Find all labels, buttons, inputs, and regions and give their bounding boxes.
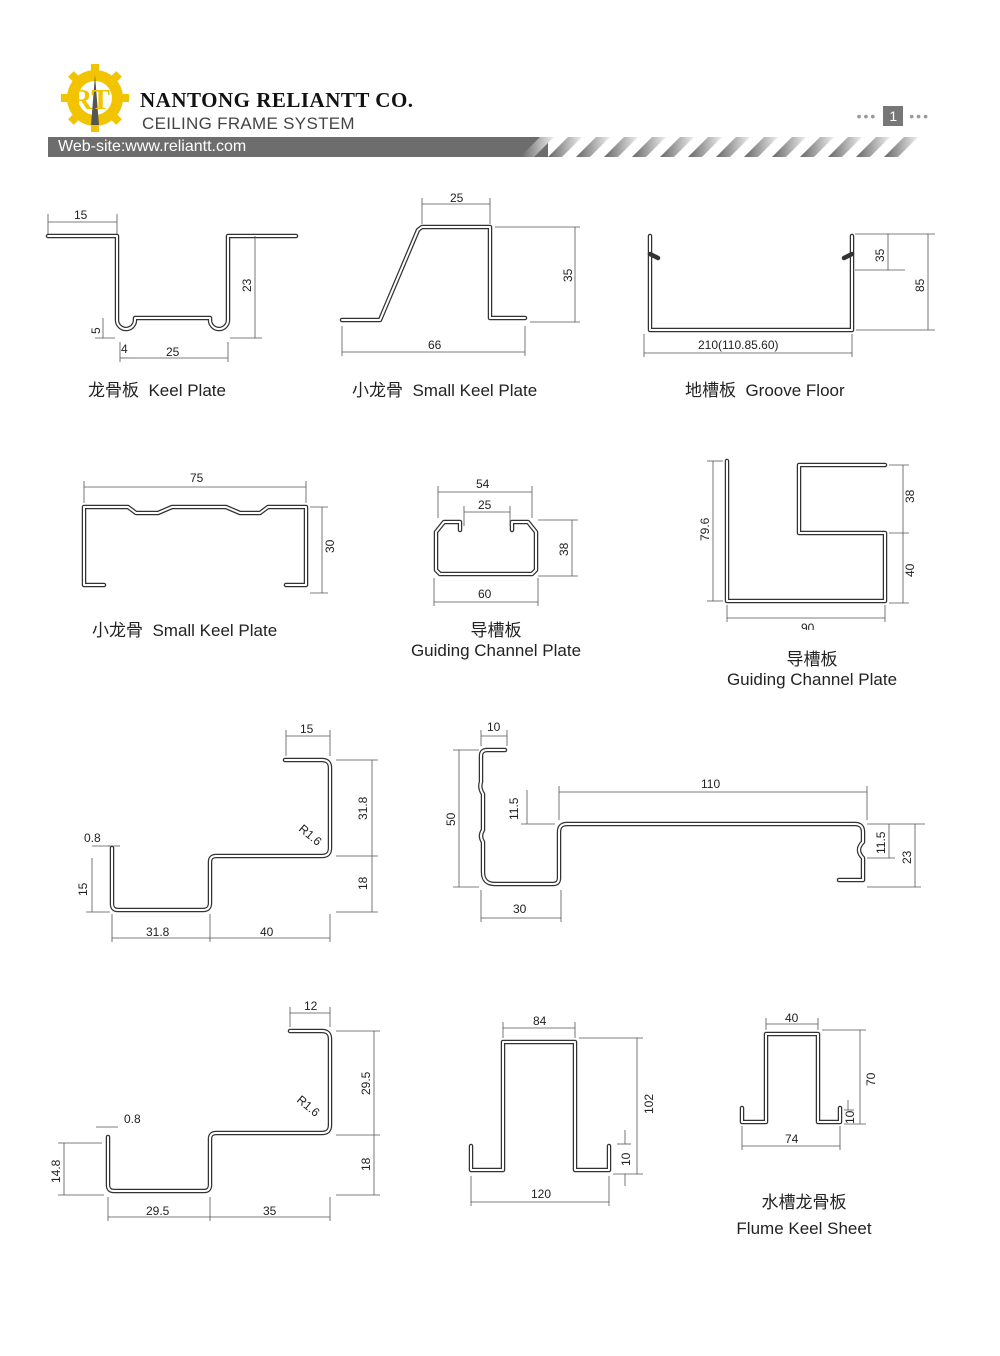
dim-label: 10: [843, 1110, 857, 1124]
website-text: Web-site:www.reliantt.com: [58, 138, 247, 155]
profile-z-channel-31-8: 15 31.8 R1.6 0.8 15 18 31.8 40: [76, 722, 378, 942]
dim-label: 11.5: [874, 831, 888, 854]
profile-hat-channel-84: 84 102 10 120: [468, 1014, 656, 1206]
dim-label: 10: [487, 720, 501, 734]
dim-label: 85: [913, 278, 927, 292]
caption-cn: 小龙骨: [92, 621, 143, 640]
dim-label: 11.5: [507, 797, 521, 820]
caption-flume-keel-sheet: 水槽龙骨板 Flume Keel Sheet: [704, 1188, 904, 1239]
dim-label: 40: [903, 563, 917, 577]
dim-label: 35: [561, 268, 575, 282]
dim-label: 35: [263, 1204, 277, 1218]
dim-label: 29.5: [146, 1204, 170, 1218]
company-name: NANTONG RELIANTT CO.: [140, 88, 414, 112]
caption-guiding-channel-plate: 导槽板 Guiding Channel Plate: [396, 616, 596, 661]
caption-guiding-channel-plate-2: 导槽板 Guiding Channel Plate: [712, 645, 912, 690]
logo-letters: RT: [72, 85, 110, 116]
dim-label: 60: [478, 587, 492, 601]
dim-label: 25: [478, 498, 492, 512]
caption-en: Guiding Channel Plate: [726, 670, 898, 689]
dim-label: 38: [903, 489, 917, 503]
profile-step-channel-110: 10 110 50 11.5 11.5 23 30: [444, 720, 925, 922]
company-logo: RT: [60, 63, 130, 133]
profile-small-keel-plate: 25 35 66: [339, 191, 580, 356]
dim-label: 40: [785, 1011, 799, 1025]
dim-label: 38: [557, 542, 571, 556]
page-indicator: ••• 1 •••: [857, 106, 930, 126]
dim-label: 120: [531, 1187, 551, 1201]
dim-label: 70: [864, 1072, 878, 1086]
dim-label: 12: [304, 999, 318, 1013]
dim-label: 10: [619, 1152, 633, 1166]
dim-label: 4: [121, 342, 128, 356]
caption-en: Flume Keel Sheet: [736, 1219, 872, 1238]
profile-keel-plate: 15 23 5 4 25: [45, 208, 299, 362]
caption-small-keel-plate: 小龙骨 Small Keel Plate: [352, 376, 537, 401]
caption-cn: 导槽板: [786, 650, 838, 669]
dim-label: 40: [260, 925, 274, 939]
profile-flume-keel-sheet: 40 70 10 74: [739, 1011, 878, 1150]
caption-en: Guiding Channel Plate: [410, 641, 582, 660]
dim-label: 54: [476, 477, 490, 491]
dim-label: 102: [642, 1094, 656, 1114]
dim-label: R1.6: [296, 822, 325, 849]
dim-label: 75: [190, 471, 204, 485]
caption-en: Keel Plate: [148, 381, 226, 400]
dim-label: 23: [900, 850, 914, 864]
catalog-subtitle: CEILING FRAME SYSTEM: [142, 114, 355, 133]
dim-label: 18: [359, 1157, 373, 1171]
dim-label: 15: [300, 722, 314, 736]
dim-label: 66: [428, 338, 442, 352]
caption-groove-floor: 地槽板 Groove Floor: [685, 376, 845, 401]
dim-label: 0.8: [84, 831, 101, 845]
dim-label: 5: [89, 327, 103, 334]
dim-label: 79.6: [698, 517, 712, 541]
dim-label: 84: [533, 1014, 547, 1028]
profile-small-keel-plate-2: 75 30: [81, 471, 337, 594]
caption-cn: 导槽板: [470, 621, 522, 640]
dim-label: 35: [873, 248, 887, 262]
caption-en: Small Keel Plate: [152, 621, 278, 640]
dim-label: 50: [444, 812, 458, 826]
dim-label: 74: [785, 1132, 799, 1146]
dim-label: R1.6: [294, 1093, 323, 1120]
profile-z-channel-29-5: 12 29.5 R1.6 0.8 14.8 18 29.5 35: [49, 999, 380, 1221]
dim-label: 31.8: [356, 796, 370, 820]
profile-groove-floor: 35 85 210(110.85.60): [643, 233, 935, 357]
dim-label: 0.8: [124, 1112, 141, 1126]
caption-cn: 龙骨板: [88, 381, 139, 400]
dim-label: 14.8: [49, 1159, 63, 1183]
dim-label: 18: [356, 876, 370, 890]
dim-label: 23: [240, 278, 254, 292]
caption-small-keel-plate-2: 小龙骨 Small Keel Plate: [92, 616, 277, 641]
dim-label: 25: [450, 191, 464, 205]
dim-label: 15: [76, 882, 90, 896]
caption-keel-plate: 龙骨板 Keel Plate: [88, 376, 226, 401]
caption-cn: 水槽龙骨板: [761, 1193, 847, 1212]
dim-label: 15: [74, 208, 88, 222]
dim-label: 29.5: [359, 1071, 373, 1095]
caption-en: Groove Floor: [745, 381, 845, 400]
pager-dots-right: •••: [909, 108, 930, 124]
caption-cn: 地槽板: [685, 381, 736, 400]
dim-label: 30: [323, 539, 337, 553]
dim-label: 25: [166, 345, 180, 359]
pager-dots-left: •••: [856, 108, 878, 124]
caption-cn: 小龙骨: [352, 381, 403, 400]
header-stripes: [520, 137, 918, 157]
dim-label: 30: [513, 902, 527, 916]
dim-label: 90: [801, 621, 815, 630]
profile-guiding-channel-plate: 54 25 38 60: [433, 477, 578, 606]
dim-label: 31.8: [146, 925, 170, 939]
page-number: 1: [883, 106, 904, 126]
profile-guiding-channel-plate-2: 79.6 38 40 90: [698, 458, 917, 630]
dim-label: 110: [701, 777, 720, 791]
caption-en: Small Keel Plate: [412, 381, 538, 400]
website-bar: [48, 137, 548, 157]
dim-label: 210(110.85.60): [698, 338, 779, 352]
